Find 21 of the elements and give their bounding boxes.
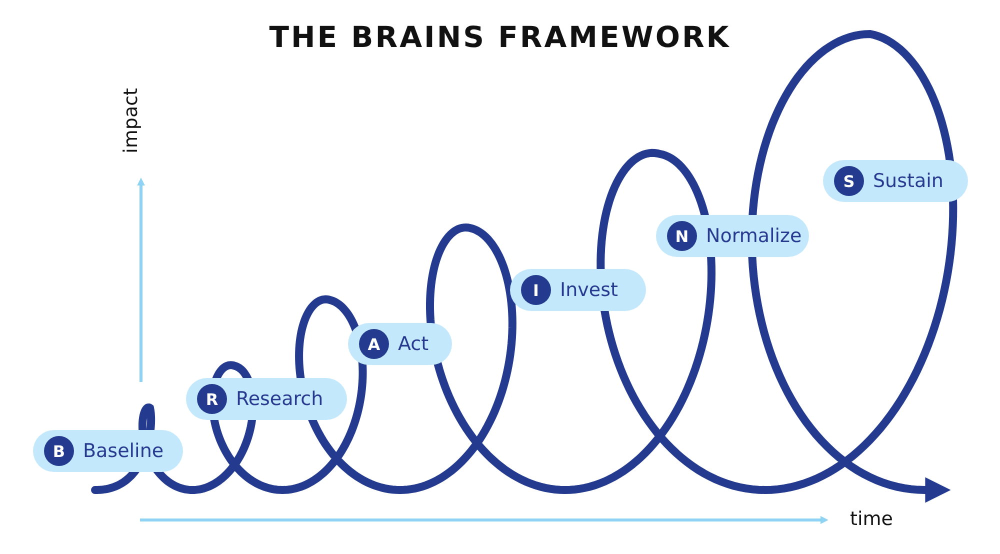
title: THE BRAINS FRAMEWORK [269,20,731,54]
stage-name: Invest [560,279,618,301]
letter-badge: I [521,275,551,305]
stage-pill [186,378,347,420]
letter-badge: N [667,221,697,251]
letter-badge: B [44,436,74,466]
stage-name: Research [236,388,324,410]
stage-name: Act [398,333,429,355]
axis-label: impact [120,88,142,154]
stage-pill [510,269,646,311]
letter-badge: A [359,329,389,359]
stage-name: Sustain [873,170,944,192]
stage-name: Normalize [706,225,802,247]
axis-label: time [850,508,893,530]
letter-badge: R [197,384,227,414]
stage-pill [348,323,452,365]
stage-pill [33,430,183,472]
stage-pill [823,160,968,202]
stage-name: Baseline [83,440,164,462]
stage-pill [656,215,809,257]
letter-badge: S [834,166,864,196]
